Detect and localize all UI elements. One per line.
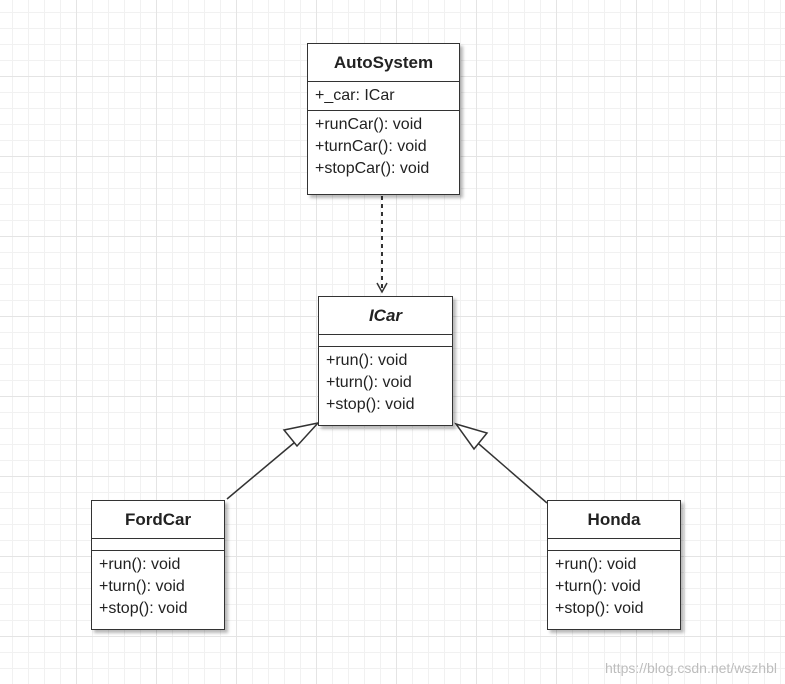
methods-section: +run(): void +turn(): void +stop(): void	[319, 347, 452, 419]
method: +run(): void	[326, 352, 408, 369]
class-title: ICar	[319, 297, 452, 335]
watermark: https://blog.csdn.net/wszhbl	[605, 660, 777, 676]
method: +stop(): void	[99, 600, 188, 617]
realization-arrow-honda	[454, 422, 548, 504]
class-honda[interactable]: Honda +run(): void +turn(): void +stop()…	[547, 500, 681, 630]
methods-section: +run(): void +turn(): void +stop(): void	[548, 551, 680, 623]
methods-section: +runCar(): void +turnCar(): void +stopCa…	[308, 111, 459, 183]
class-title: AutoSystem	[308, 44, 459, 82]
realization-arrow-fordcar	[226, 421, 321, 500]
attributes-section	[92, 539, 224, 551]
class-icar[interactable]: ICar +run(): void +turn(): void +stop():…	[318, 296, 453, 426]
attributes-section	[548, 539, 680, 551]
method: +turn(): void	[555, 578, 641, 595]
methods-section: +run(): void +turn(): void +stop(): void	[92, 551, 224, 623]
class-fordcar[interactable]: FordCar +run(): void +turn(): void +stop…	[91, 500, 225, 630]
class-autosystem[interactable]: AutoSystem +_car: ICar +runCar(): void +…	[307, 43, 460, 195]
method: +turnCar(): void	[315, 138, 427, 155]
method: +stop(): void	[555, 600, 644, 617]
method: +stopCar(): void	[315, 160, 430, 177]
method: +stop(): void	[326, 396, 415, 413]
class-title: Honda	[548, 501, 680, 539]
attribute: +_car: ICar	[315, 87, 395, 104]
attributes-section: +_car: ICar	[308, 82, 459, 111]
method: +run(): void	[555, 556, 637, 573]
method: +runCar(): void	[315, 116, 423, 133]
attributes-section	[319, 335, 452, 347]
method: +turn(): void	[99, 578, 185, 595]
method: +turn(): void	[326, 374, 412, 391]
method: +run(): void	[99, 556, 181, 573]
class-title: FordCar	[92, 501, 224, 539]
